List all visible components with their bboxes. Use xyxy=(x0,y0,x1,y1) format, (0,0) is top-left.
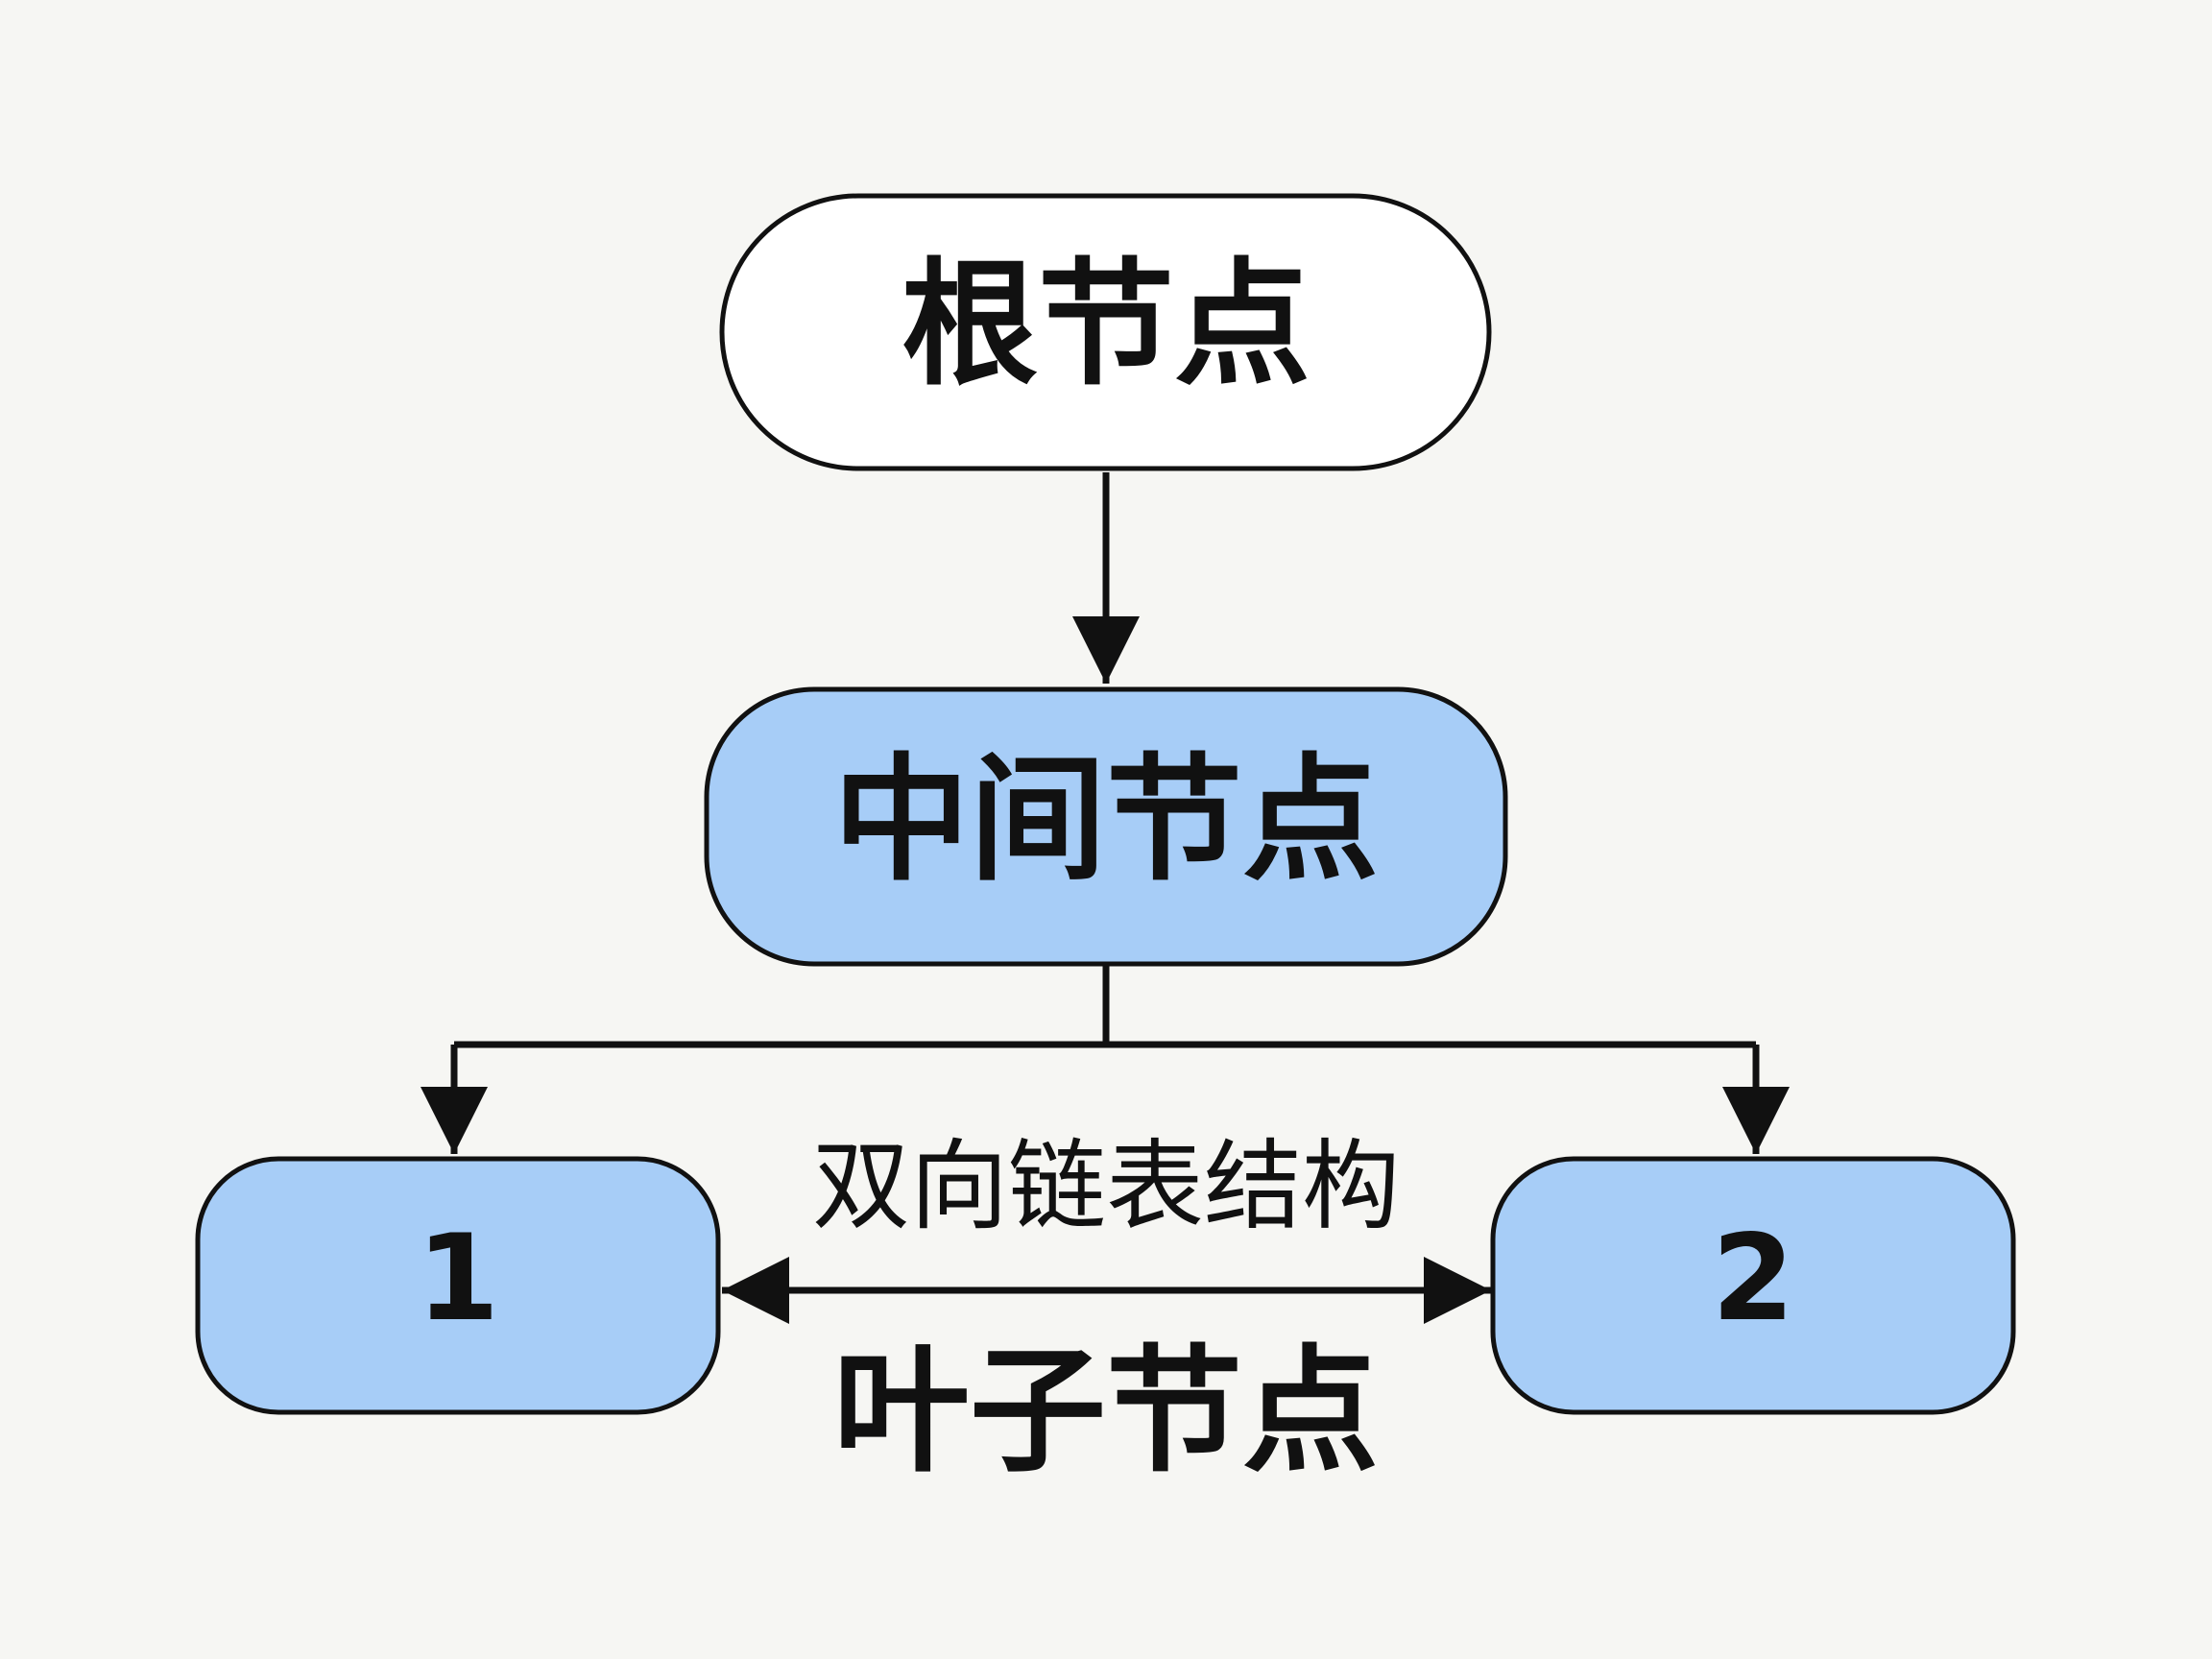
leaf-node-2: 2 xyxy=(1490,1156,2016,1415)
root-node: 根节点 xyxy=(719,193,1492,471)
root-node-shape xyxy=(719,193,1492,471)
leaf-node-2-label: 2 xyxy=(1712,1210,1794,1348)
leaf-node-2-shape xyxy=(1490,1156,2016,1415)
leaf-node-1: 1 xyxy=(195,1156,721,1415)
middle-node: 中间节点 xyxy=(704,686,1508,967)
link-structure-label: 双向链表结构 xyxy=(812,1130,1400,1244)
root-node-label: 根节点 xyxy=(902,246,1310,404)
leaf-node-1-shape xyxy=(195,1156,721,1415)
leaf-group-label: 叶子节点 xyxy=(833,1333,1379,1491)
middle-node-shape xyxy=(704,686,1508,967)
middle-node-label: 中间节点 xyxy=(833,741,1379,900)
leaf-node-1-label: 1 xyxy=(417,1210,499,1348)
edges xyxy=(421,472,1790,1324)
